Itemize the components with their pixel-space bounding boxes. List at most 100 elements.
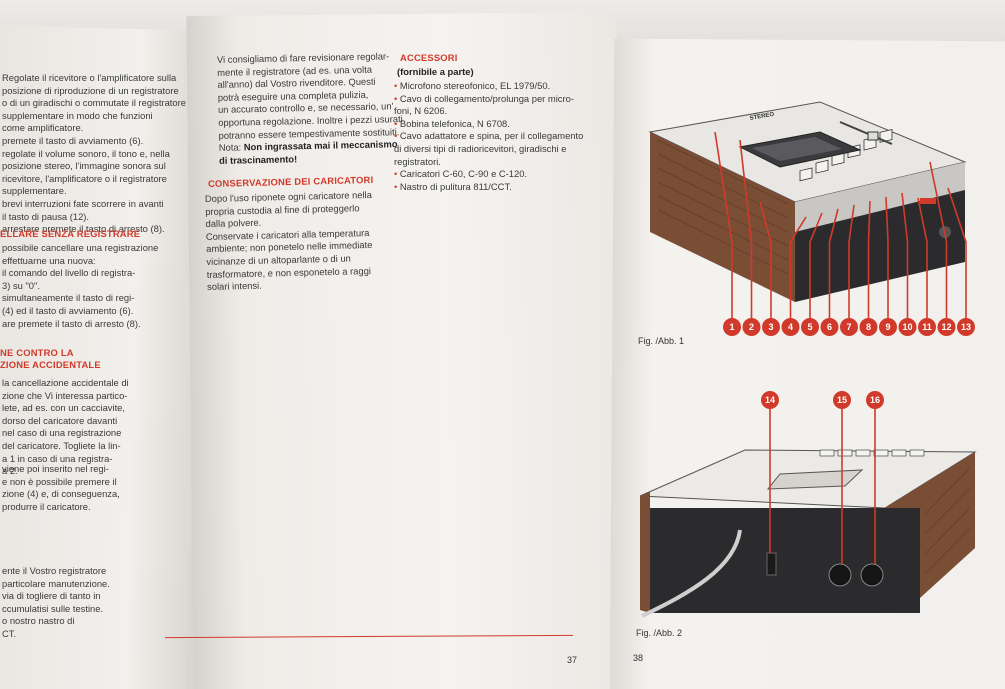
callout-leader xyxy=(867,200,871,318)
note-label: Nota: xyxy=(218,141,242,154)
callout-number: 5 xyxy=(807,322,812,332)
accessory-item: Caricatori C-60, C-90 e C-120. xyxy=(394,168,583,181)
text-line: ricevitore, l'amplificatore o il registr… xyxy=(2,172,167,184)
accessory-item: Cavo adattatore e spina, per il collegam… xyxy=(394,130,583,143)
callout-13: 13 xyxy=(957,318,975,336)
text-line: lete, ad es. con un cacciavite, xyxy=(2,402,125,414)
left-heading-protection-a: NE CONTRO LA xyxy=(0,347,74,358)
text-line: 3) su "0". xyxy=(2,279,40,291)
callout-12: 12 xyxy=(937,318,956,336)
callout-number: 14 xyxy=(765,395,775,405)
text-line: il tasto di pausa (12). xyxy=(2,210,90,222)
accessory-item: foni, N 6206. xyxy=(394,105,448,117)
text-line: ccumulatisi sulle testine. xyxy=(2,602,104,614)
callout-number: 8 xyxy=(866,322,871,332)
callout-leader xyxy=(848,204,855,318)
text-line: o nostro nastro di xyxy=(2,615,75,627)
callout-9: 9 xyxy=(879,318,897,336)
callout-leader xyxy=(759,201,772,318)
callout-10: 10 xyxy=(898,318,917,336)
text-line: supplementare in modo che funzioni xyxy=(2,109,153,121)
text-line: ente il Vostro registratore xyxy=(2,565,107,576)
callout-15: 15 xyxy=(833,391,851,409)
text-line: a 1 in caso di una registra- xyxy=(2,452,113,464)
callout-2: 2 xyxy=(742,318,761,336)
callout-8: 8 xyxy=(859,318,878,336)
text-line: dorso del caricatore davanti xyxy=(2,414,118,426)
text-line: are premete il tasto di arresto (8). xyxy=(2,317,141,329)
text-line: supplementare. xyxy=(2,185,67,197)
text-line: effettuarne una nuova: xyxy=(2,254,96,266)
accessories-heading: ACCESSORI xyxy=(400,52,458,63)
callout-number: 13 xyxy=(961,322,971,332)
text-line: regolate il volume sonoro, il tono e, ne… xyxy=(2,147,170,159)
callout-leader xyxy=(885,196,889,318)
text-line: viene poi inserito nel regi- xyxy=(2,463,109,474)
text-line: nel caso di una registrazione xyxy=(2,427,122,439)
left-heading-cancel: ELLARE SENZA REGISTRARE xyxy=(0,228,141,239)
callout-5: 5 xyxy=(801,318,819,336)
callout-leader xyxy=(739,139,753,318)
page-number-38: 38 xyxy=(633,653,644,663)
callout-leader xyxy=(828,208,839,318)
callout-number: 3 xyxy=(768,322,773,332)
text-line: del caricatore. Togliete la lin- xyxy=(2,439,121,451)
text-line: CT. xyxy=(2,627,17,639)
callout-number: 12 xyxy=(941,322,951,332)
callout-number: 9 xyxy=(885,322,890,332)
accessory-item: registratori. xyxy=(394,155,441,167)
accessory-item: di diversi tipi di radioricevitori, gira… xyxy=(394,142,567,154)
accessory-item: Microfono stereofonico, EL 1979/50. xyxy=(394,80,583,93)
text-line: e non è possibile premere il xyxy=(2,475,117,487)
callout-16: 16 xyxy=(866,391,884,409)
callout-leader xyxy=(809,212,823,318)
callout-11: 11 xyxy=(918,318,936,336)
callout-number: 15 xyxy=(837,395,847,405)
callout-14: 14 xyxy=(761,391,779,409)
page-number-37: 37 xyxy=(567,655,578,665)
callout-leader xyxy=(929,161,948,318)
accessory-item: Cavo di collegamento/prolunga per micro- xyxy=(394,93,583,106)
callout-4: 4 xyxy=(781,318,800,336)
callout-3: 3 xyxy=(762,318,780,336)
accessory-item: Bobina telefonica, N 6708. xyxy=(394,118,583,131)
text-line: simultaneamente il tasto di regi- xyxy=(2,292,135,304)
callout-number: 4 xyxy=(788,322,793,332)
callout-6: 6 xyxy=(820,318,839,336)
note-text: Non ingrassata mai il meccanismo xyxy=(241,138,398,153)
callout-leader xyxy=(789,216,807,318)
text-line: il comando del livello di registra- xyxy=(2,267,136,279)
callout-number: 1 xyxy=(729,322,734,332)
callout-leader xyxy=(917,197,928,318)
text-line: Regolate il ricevitore o l'amplificatore… xyxy=(2,72,177,83)
callout-number: 2 xyxy=(749,322,754,332)
callout-leader xyxy=(714,131,733,318)
text-line: zione (4) e, di conseguenza, xyxy=(2,488,120,500)
conservation-paragraph: Dopo l'uso riponete ogni caricatore nell… xyxy=(205,189,374,294)
accessories-subheading: (fornibile a parte) xyxy=(397,66,474,77)
text-line: particolare manutenzione. xyxy=(2,577,110,589)
accessory-item: Nastro di pulitura 811/CCT. xyxy=(394,181,583,194)
callout-number: 10 xyxy=(902,322,912,332)
callout-number: 6 xyxy=(827,322,832,332)
callout-number: 16 xyxy=(870,395,880,405)
text-line: produrre il caricatore. xyxy=(2,500,91,512)
text-line: arrestare premete il tasto di arresto (8… xyxy=(2,223,165,235)
text-line: possibile cancellare una registrazione xyxy=(2,242,159,253)
text-line: premete il tasto di avviamento (6). xyxy=(2,134,144,146)
accessories-list: Microfono stereofonico, EL 1979/50.Cavo … xyxy=(394,80,583,193)
callout-leader xyxy=(947,187,967,318)
text-line: brevi interruzioni fate scorrere in avan… xyxy=(2,197,164,209)
callout-leader xyxy=(901,192,909,318)
service-paragraph: Vi consigliamo di fare revisionare regol… xyxy=(217,50,404,167)
callout-7: 7 xyxy=(840,318,858,336)
text-line: via di togliere di tanto in xyxy=(2,590,101,602)
figure-1-caption: Fig. /Abb. 1 xyxy=(638,336,685,346)
callout-number: 11 xyxy=(922,322,932,332)
left-text-block-1: Regolate il ricevitore o l'amplificatore… xyxy=(2,72,186,236)
